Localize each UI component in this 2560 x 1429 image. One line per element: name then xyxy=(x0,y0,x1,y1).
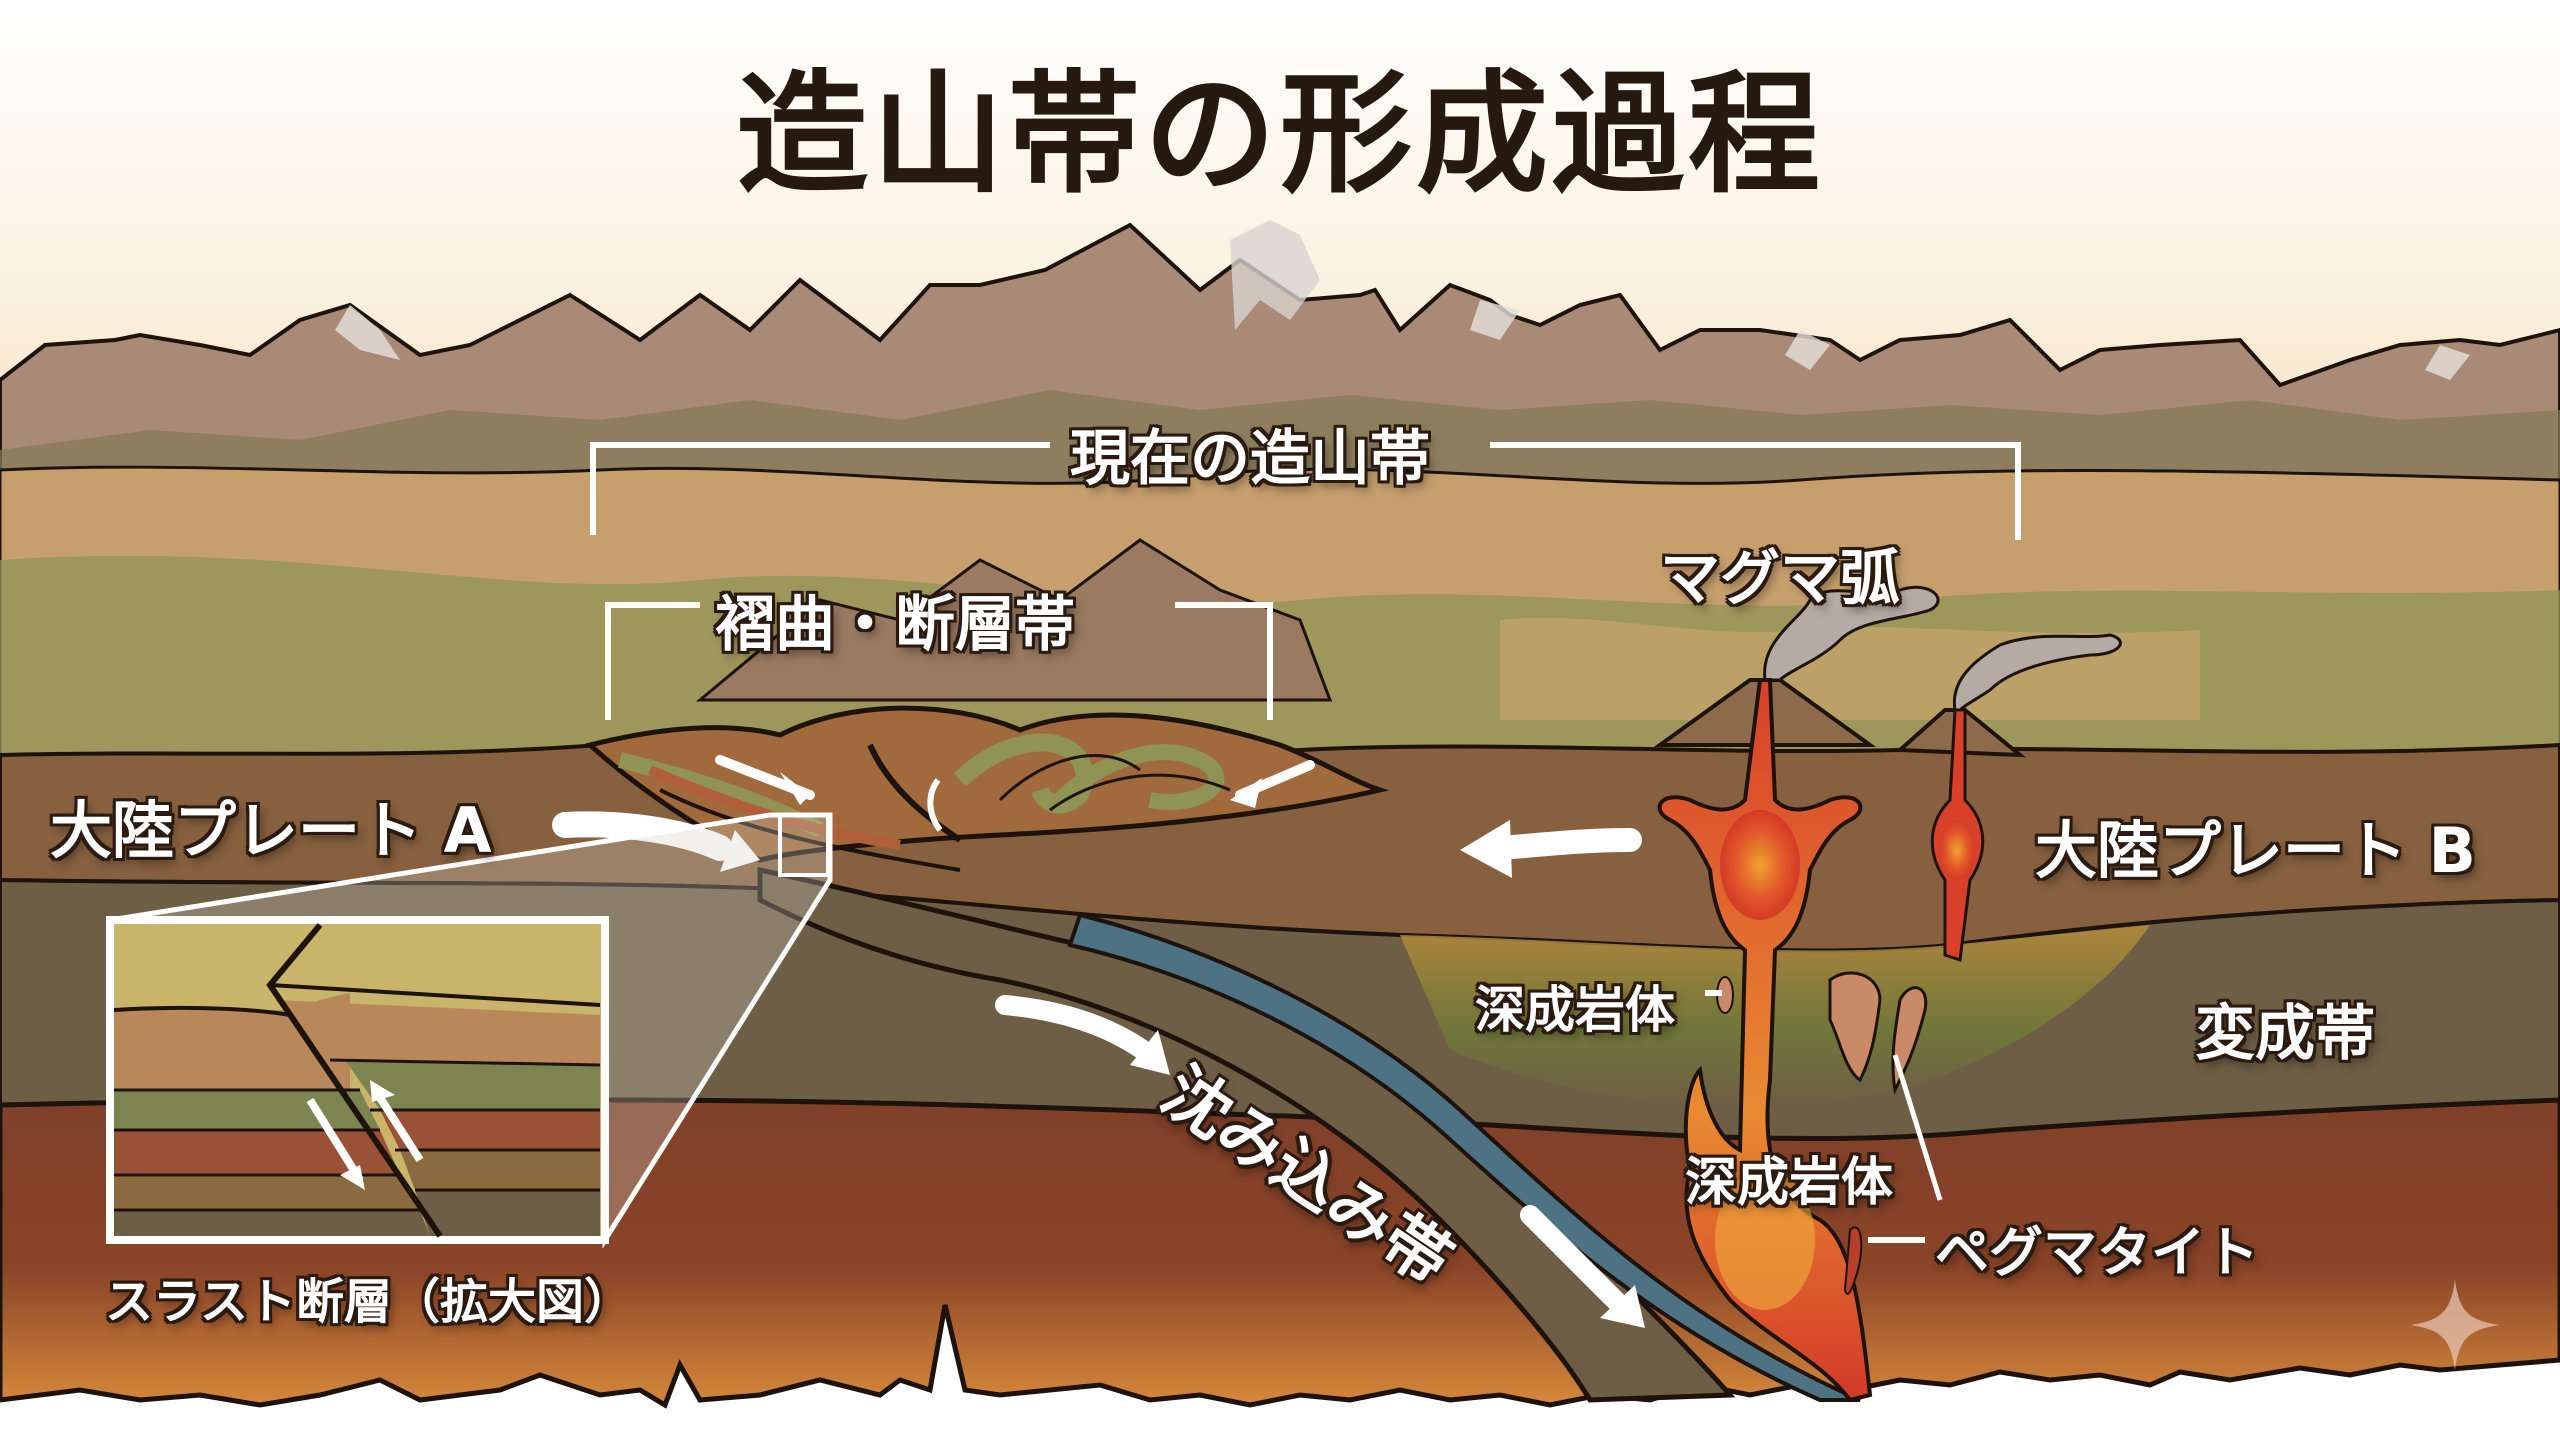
label-pluton-lower: 深成岩体 xyxy=(1685,1153,1894,1213)
label-pluton-upper: 深成岩体 xyxy=(1475,981,1675,1039)
sparkle-icon xyxy=(2410,1280,2500,1370)
label-thrust-fault-inset: スラスト断層（拡大図） xyxy=(105,1274,633,1330)
label-continental-plate-b: 大陸プレート B xyxy=(2035,814,2476,887)
label-pegmatite: ペグマタイト xyxy=(1935,1221,2259,1284)
magma-bodies xyxy=(1657,678,1985,1403)
oceanic-crust-layer xyxy=(1067,912,1861,1402)
page-title: 造山帯の形成過程 xyxy=(736,58,1824,212)
label-fold-fault-zone: 褶曲・断層帯 xyxy=(715,590,1075,660)
bracket-fold-fault xyxy=(605,602,1273,720)
arrow-down-right-icon xyxy=(995,995,1645,1328)
bracket-current-orogen xyxy=(590,442,2021,540)
thrust-fault-inset xyxy=(106,916,609,1244)
pegmatite-pointer-line xyxy=(1892,1054,1943,1201)
arrow-left-icon xyxy=(1460,820,1642,878)
label-current-orogen: 現在の造山帯 xyxy=(1070,424,1430,494)
arrow-right-icon xyxy=(552,811,760,872)
label-magmatic-arc: マグマ弧 xyxy=(1660,544,1900,614)
label-continental-plate-a: 大陸プレート A xyxy=(50,794,492,867)
fold-thrust-belt xyxy=(584,705,1390,872)
label-metamorphic-zone: 変成帯 xyxy=(2195,999,2375,1069)
